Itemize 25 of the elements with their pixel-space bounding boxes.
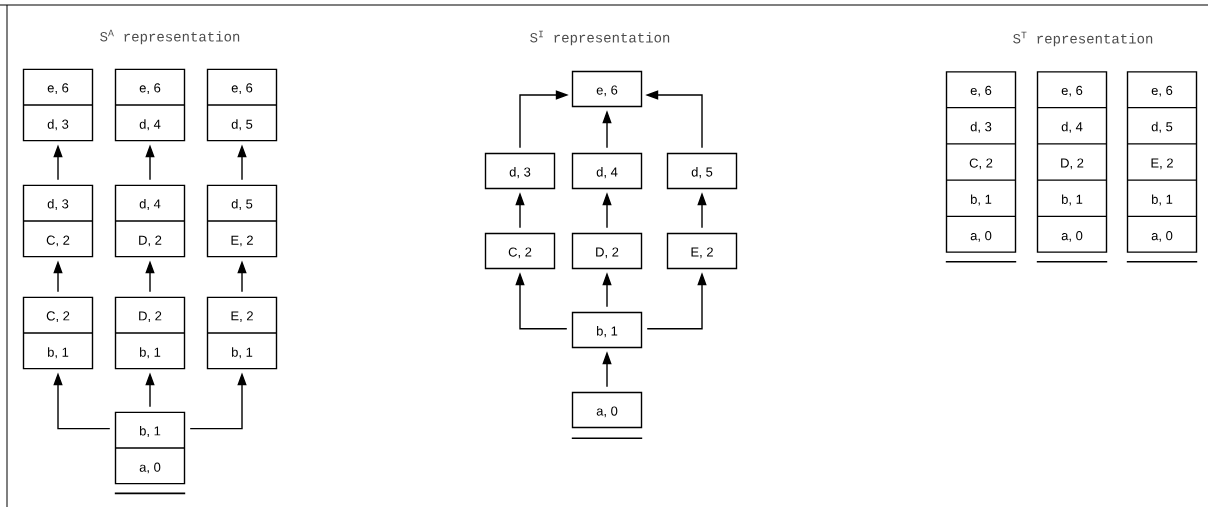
stack-box: e, 6 d, 5 E, 2 b, 1 a, 0 — [1126, 71, 1198, 253]
stack-box: d, 3 C, 2 — [22, 184, 94, 258]
value-box: d, 4 — [571, 152, 643, 190]
panel-heading: S$^{T}$ representation — [1013, 31, 1153, 47]
stack-box: E, 2 b, 1 — [206, 296, 278, 370]
panel-heading: S$^{A}$ representation — [100, 29, 240, 45]
stack-box: e, 6 d, 3 C, 2 b, 1 a, 0 — [945, 71, 1017, 253]
stack-box: d, 4 D, 2 — [114, 184, 186, 258]
stack-box: d, 5 E, 2 — [206, 184, 278, 258]
stack-box: e, 6 d, 4 — [114, 68, 186, 142]
stack-box: D, 2 b, 1 — [114, 296, 186, 370]
stack-box: C, 2 b, 1 — [22, 296, 94, 370]
stack-box: e, 6 d, 5 — [206, 68, 278, 142]
stack-box: b, 1 a, 0 — [114, 411, 186, 485]
stack-box: e, 6 d, 3 — [22, 68, 94, 142]
value-box: b, 1 — [571, 311, 643, 349]
value-box: e, 6 — [571, 70, 643, 108]
value-box: a, 0 — [571, 391, 643, 429]
panel-heading: S$^{I}$ representation — [530, 30, 670, 46]
value-box: E, 2 — [666, 232, 738, 270]
value-box: d, 5 — [666, 152, 738, 190]
value-box: C, 2 — [484, 232, 556, 270]
value-box: d, 3 — [484, 152, 556, 190]
value-box: D, 2 — [571, 232, 643, 270]
stack-box: e, 6 d, 4 D, 2 b, 1 a, 0 — [1036, 71, 1108, 253]
